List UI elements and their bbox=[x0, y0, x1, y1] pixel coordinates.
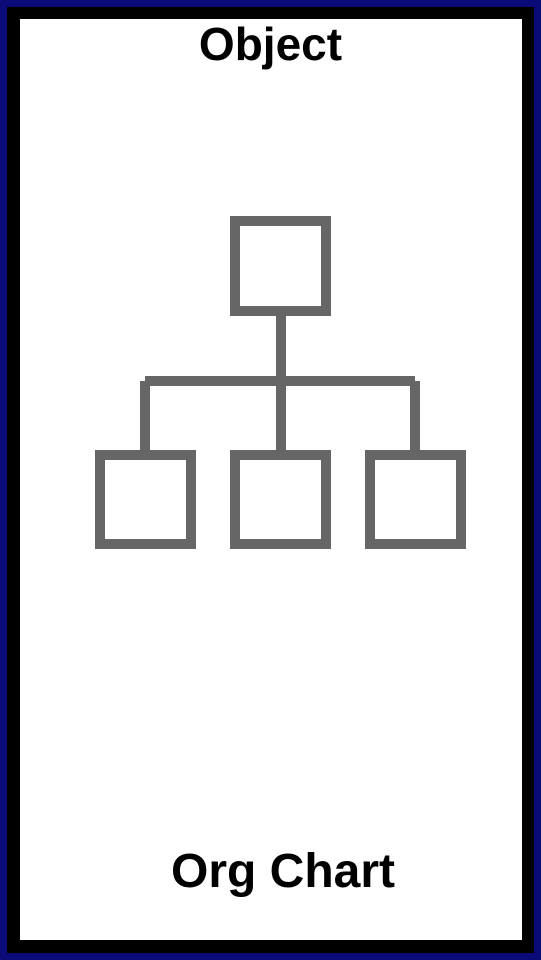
category-label: Object bbox=[198, 18, 343, 70]
org-chart-right-node bbox=[365, 450, 466, 549]
card-title: Org Chart bbox=[170, 845, 395, 898]
org-chart-left-node bbox=[95, 450, 196, 549]
org-chart-top-node bbox=[230, 216, 331, 316]
org-chart-middle-node bbox=[230, 450, 331, 549]
